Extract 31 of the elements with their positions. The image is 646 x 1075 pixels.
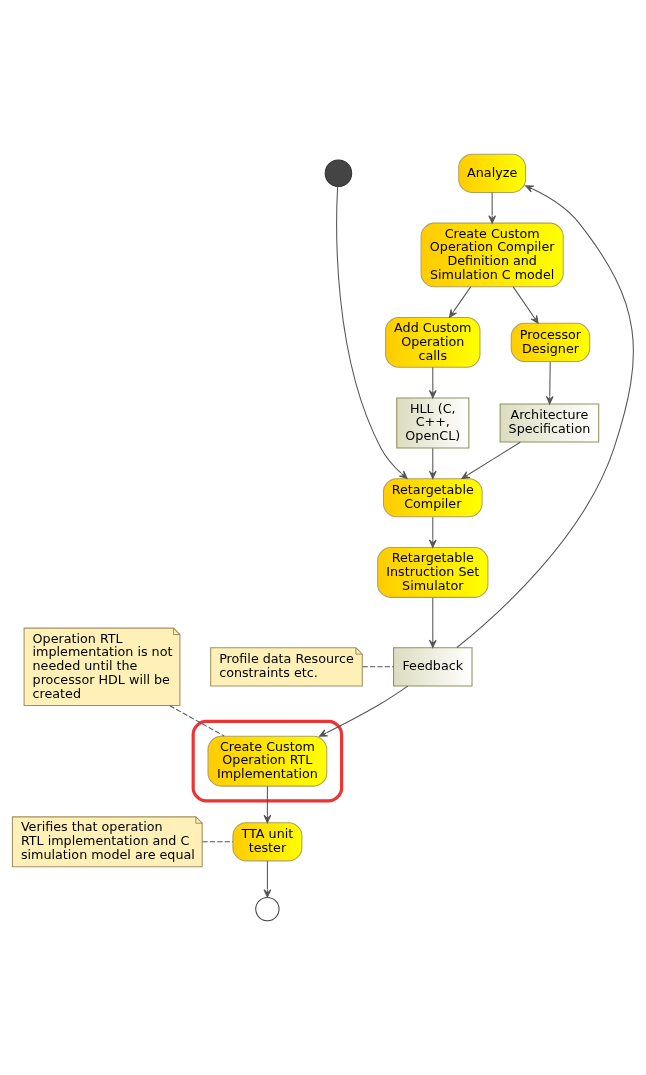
node-circle [255,896,280,922]
arrow [456,185,634,649]
node-box: HLL (C, C++, OpenCL) [396,397,470,449]
arrow [319,685,409,737]
arrow [512,286,539,324]
arrow [488,191,497,224]
node-box: Architecture Specification [499,403,600,443]
node-box: Add Custom Operation calls [385,317,481,368]
node-box: Create Custom Operation Compiler Definition and Simulation C model [420,222,564,288]
arrow [428,366,437,399]
node-dot [324,159,353,188]
arrow [428,447,437,480]
connector [201,841,234,843]
node-box: Processor Designer [510,322,591,363]
arrow [545,361,554,405]
arrow [336,186,408,479]
arrow [449,286,472,318]
arrow [461,441,521,480]
node-box: Analyze [458,153,527,193]
node-box: Feedback [393,647,473,687]
arrow [263,860,272,898]
arrow [428,597,437,649]
arrow [263,785,272,824]
node-box: TTA unit tester [232,822,303,862]
arrow [428,516,437,548]
connector [169,705,225,737]
cluster [191,719,344,803]
node-box: Retargetable Compiler [382,478,483,518]
node-box: Create Custom Operation RTL Implementation [207,735,328,787]
node-box: Retargetable Instruction Set Simulator [377,547,489,598]
connector [361,666,395,668]
